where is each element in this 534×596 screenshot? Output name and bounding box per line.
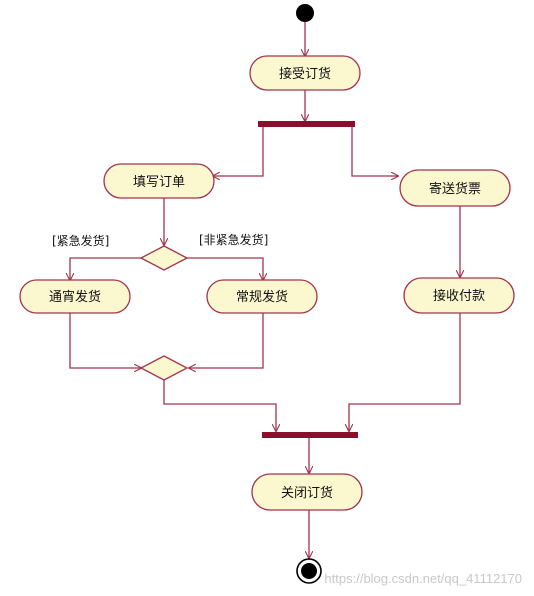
activity-send-invoice: 寄送货票 [399,169,511,207]
join-bar [262,432,358,438]
activity-receive-payment: 接收付款 [403,277,515,314]
activity-regular-ship: 常规发货 [206,279,318,314]
watermark-text: https://blog.csdn.net/qq_41112170 [324,571,522,586]
final-node [296,558,322,584]
edge-decision-to-regular [187,257,263,280]
edge-receive-payment-to-join [349,313,461,431]
edge-merge-to-join [163,380,276,431]
guard-non-urgent: [非紧急发货] [199,232,268,247]
activity-close-order-label: 关闭订货 [281,485,333,501]
activity-receive-payment-label: 接收付款 [433,288,485,304]
merge-diamond [139,355,189,381]
activity-fill-order-label: 填写订单 [133,175,185,190]
edges [70,22,460,558]
guard-urgent: [紧急发货] [52,233,109,248]
activity-express-ship: 通宵发货 [19,279,131,314]
activity-express-ship-label: 通宵发货 [49,289,101,305]
fork-bar [258,121,355,127]
activity-accept-order: 接受订货 [249,55,361,91]
edge-fork-to-fill-order [213,126,264,176]
activity-send-invoice-label: 寄送货票 [429,181,481,197]
edge-express-to-merge [69,313,141,368]
activity-close-order: 关闭订货 [251,473,363,511]
edge-fork-to-send-invoice [351,126,398,176]
edge-decision-to-express [70,257,141,280]
activity-fill-order: 填写订单 [103,163,215,199]
initial-node [296,4,314,22]
decision-diamond [139,245,189,271]
activity-accept-order-label: 接受订货 [279,66,331,82]
activity-regular-ship-label: 常规发货 [236,289,288,305]
edge-regular-to-merge [189,313,264,368]
